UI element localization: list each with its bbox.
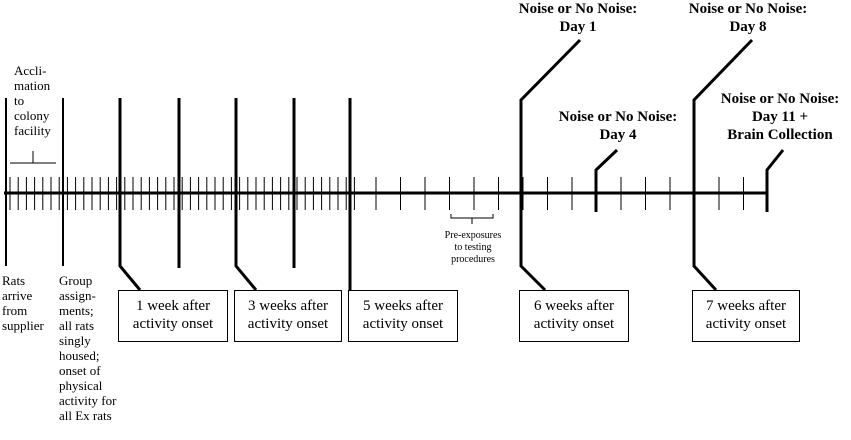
acclimation-label: Accli- mation to colony facility	[14, 63, 51, 138]
week-1-marker	[118, 98, 142, 291]
noise-day8-marker	[692, 38, 754, 292]
week-3-marker	[234, 98, 258, 291]
noise-day11-label: Noise or No Noise: Day 11 + Brain Collec…	[720, 91, 840, 143]
group-label: Group assign- ments; all rats singly hou…	[59, 273, 117, 423]
noise-day4-label: Noise or No Noise: Day 4	[558, 109, 678, 143]
week-box-6: 6 weeks after activity onset	[519, 290, 629, 342]
preexposure-bracket	[450, 214, 494, 224]
acclimation-bracket	[10, 151, 56, 164]
week-box-5: 5 weeks after activity onset	[348, 290, 458, 342]
noise-day4-marker	[594, 148, 619, 212]
week-box-7: 7 weeks after activity onset	[692, 290, 800, 342]
noise-day8-label: Noise or No Noise: Day 8	[688, 1, 808, 35]
noise-day1-marker	[519, 38, 582, 292]
week-box-3: 3 weeks after activity onset	[234, 290, 342, 342]
week-box-1: 1 week after activity onset	[118, 290, 228, 342]
noise-day11-marker	[765, 149, 785, 212]
preexposure-label: Pre-exposures to testing procedures	[444, 230, 502, 265]
noise-day1-label: Noise or No Noise: Day 1	[518, 1, 638, 35]
session-markers	[118, 38, 785, 292]
arrive-label: Rats arrive from supplier	[2, 273, 44, 333]
